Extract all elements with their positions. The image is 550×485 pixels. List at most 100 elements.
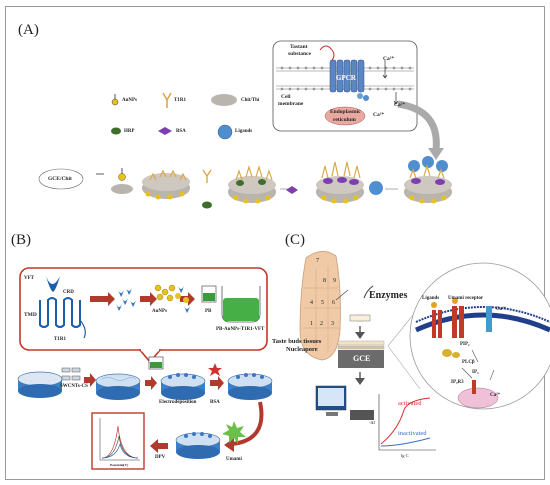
response-x-label: lg C	[401, 453, 409, 458]
panel-b-label: (B)	[11, 232, 31, 248]
modified-electrode	[160, 373, 206, 400]
nucleapore-layer	[337, 345, 385, 350]
tongue-num-9: 9	[333, 278, 336, 284]
electrodeposition-label: Electrodeposition	[159, 400, 197, 405]
tongue-num-4: 4	[310, 300, 313, 306]
vft-particles	[116, 288, 136, 311]
electrode-sequence	[38, 156, 452, 209]
ca-label-1: Ca²⁺	[383, 56, 395, 62]
substance-label: substance	[288, 51, 311, 57]
er-label-2: reticulum	[333, 117, 356, 123]
er-icon	[457, 387, 499, 409]
tongue-num-2: 2	[320, 321, 323, 327]
gce-label: GCE	[353, 354, 371, 363]
pip2-label: PIP₂	[460, 342, 470, 347]
umami-icon	[222, 421, 246, 444]
bsa-legend-icon	[158, 127, 172, 135]
electrodeposition-beaker-icon	[148, 356, 164, 370]
gpcr-icon	[329, 59, 365, 93]
cell-membrane-inset	[272, 40, 418, 132]
hrp-legend-icon	[111, 127, 121, 135]
endoplasmic-reticulum-icon	[324, 106, 366, 126]
c-ca-label-2: Ca²⁺	[490, 393, 501, 398]
product-label: PB-AuNPs-T1R1-VFT	[216, 327, 265, 332]
b-bsa-label: BSA	[210, 400, 220, 405]
tongue-icon	[299, 251, 341, 361]
umami-receptor-label: Umami receptor	[448, 296, 484, 301]
tastant-icon	[319, 45, 335, 61]
swcnts-electrode	[95, 373, 141, 400]
bsa-electrode	[227, 373, 273, 400]
vft-icon	[46, 276, 60, 292]
panel-a-label: (A)	[18, 22, 39, 38]
b-t1r1-label: T1R1	[54, 337, 66, 342]
b-pb-label: PB	[205, 309, 212, 314]
ca-label-3: Ca²⁺	[373, 112, 385, 118]
ip3r3-label: IP₃R3	[451, 380, 464, 385]
ligands-legend-icon	[217, 124, 233, 140]
tastant-label: Tastant	[290, 44, 308, 50]
dpv-label: DPV	[155, 455, 166, 460]
panel-c-label: (C)	[285, 232, 305, 248]
activated-label: activated	[398, 400, 422, 407]
swcnts-label: SWCNTs-CS	[60, 384, 88, 389]
tmd-icon	[39, 297, 81, 328]
dpv-x-label: Potential(V)	[110, 463, 129, 467]
gpcr-label: GPCR	[336, 74, 356, 82]
legend-aunps: AuNPs	[122, 98, 138, 103]
vft-label: VFT	[24, 276, 34, 281]
taste-buds-label: Taste buds tissues	[272, 338, 322, 345]
ion-channel-icon	[486, 306, 492, 332]
aunps-particles	[154, 284, 176, 302]
aunps-legend-icon	[111, 94, 119, 106]
product-beaker-icon	[221, 286, 261, 323]
dpv-plot	[91, 412, 145, 470]
bare-electrode	[17, 371, 63, 398]
enzymes-label: Enzymes	[369, 290, 408, 301]
c-ca-label-1: Ca²⁺	[496, 307, 507, 312]
legend-bsa: BSA	[176, 129, 186, 134]
sensing-electrode	[175, 432, 221, 459]
potentiostat-icon	[350, 410, 374, 420]
pb-beaker-icon	[201, 285, 217, 303]
legend-hrp: HRP	[124, 129, 135, 134]
tongue-num-8: 8	[323, 278, 326, 284]
nucleapore-label: Nucleapore	[286, 346, 318, 353]
tongue-num-6: 6	[332, 300, 335, 306]
b-aunps-label: AuNPs	[152, 309, 168, 314]
er-label-1: Endoplasmic	[330, 109, 361, 115]
conjugate-icon	[175, 286, 190, 313]
tongue-num-7: 7	[316, 258, 319, 264]
tongue-num-3: 3	[331, 321, 334, 327]
signaling-inset	[387, 262, 550, 410]
gce-block	[338, 350, 384, 368]
membrane-label: membrane	[278, 101, 304, 107]
ip3-label: IP₃	[472, 370, 479, 375]
tmd-label: TMD	[24, 312, 37, 318]
taste-buds-layer	[337, 340, 385, 346]
tongue-num-1: 1	[310, 321, 313, 327]
gce-chit-label: GCE/Chit	[48, 176, 72, 182]
chit-thi-legend-icon	[211, 94, 237, 106]
gce-chit-electrode	[38, 168, 84, 190]
bsa-star-icon	[208, 363, 222, 376]
ca-label-2: Ca²⁺	[394, 102, 406, 108]
legend-ligands: Ligands	[235, 129, 253, 134]
response-plot	[378, 394, 436, 451]
legend-t1r1: T1R1	[174, 98, 186, 103]
c-ligands-label: Ligands	[422, 296, 440, 301]
response-y-label: -ΔI	[369, 420, 375, 425]
curved-arrow-icon	[397, 100, 440, 151]
cell-label: Cell	[281, 94, 291, 100]
swcnts-icon	[61, 367, 81, 381]
crd-label: CRD	[63, 290, 74, 295]
umami-receptor-icon	[452, 306, 464, 338]
plcb-label: PLCβ	[462, 360, 475, 365]
legend-chit-thi: Chit/Thi	[241, 98, 260, 103]
ligand-receptor-icon	[432, 310, 442, 338]
umami-label: Umami	[226, 457, 242, 462]
inactivated-label: inactivated	[398, 430, 427, 437]
